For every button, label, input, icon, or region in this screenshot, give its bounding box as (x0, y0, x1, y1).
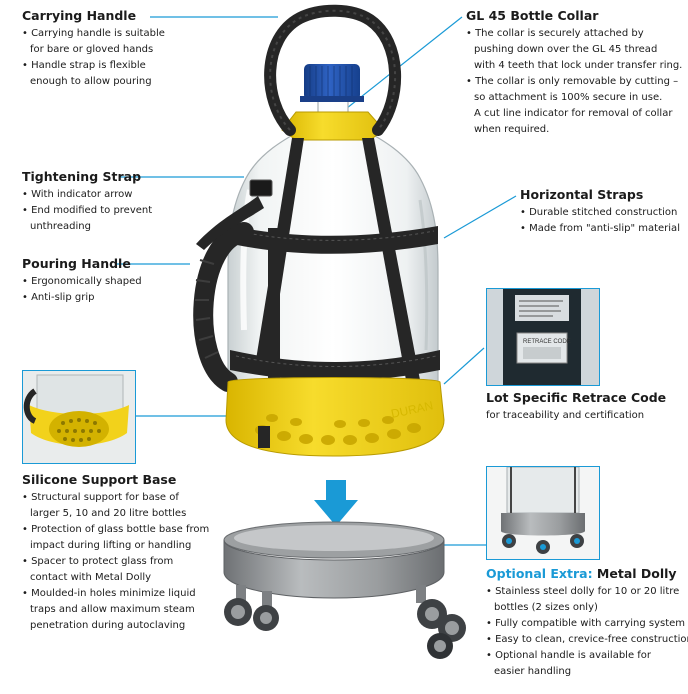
bullet-item: • Handle strap is flexible enough to allo… (22, 58, 165, 90)
tightening-strap-title: Tightening Strap (22, 169, 142, 184)
bullet-text: • The collar is securely attached by (466, 28, 644, 39)
bullet-item: • The collar is only removable by cuttin… (466, 74, 682, 138)
bullet-continuation: easier handling (494, 666, 572, 677)
bullet-continuation: A cut line indicator for removal of coll… (474, 108, 673, 119)
silicone-base-title: Silicone Support Base (22, 472, 177, 487)
bullet-continuation: for bare or gloved hands (30, 44, 154, 55)
bullet-text: • The collar is only removable by cuttin… (466, 76, 679, 87)
bullet-item: • Stainless steel dolly for 10 or 20 lit… (486, 584, 688, 616)
bullet-continuation: traps and allow maximum steam (30, 604, 195, 615)
carrying-handle-title: Carrying Handle (22, 8, 137, 23)
bullet-text: • Anti-slip grip (22, 292, 95, 303)
bullet-item: • Easy to clean, crevice-free constructi… (486, 632, 688, 648)
bullet-item: • End modified to prevent unthreading (22, 203, 152, 235)
bullet-continuation: with 4 teeth that lock under transfer ri… (474, 60, 683, 71)
dolly-title-rest: Metal Dolly (592, 566, 677, 581)
bullet-item: • Optional handle is available for easier… (486, 648, 688, 680)
collar-bullets: • The collar is securely attached by push… (466, 26, 682, 138)
bullet-text: • End modified to prevent (22, 205, 153, 216)
bullet-continuation: impact during lifting or handling (30, 540, 192, 551)
retrace-code-inset: RETRACE CODE (486, 288, 600, 386)
bullet-continuation: pushing down over the GL 45 thread (474, 44, 658, 55)
carrying-handle-bullets: • Carrying handle is suitable for bare or… (22, 26, 165, 90)
bullet-item: • Made from "anti-slip" material (520, 221, 680, 237)
bullet-item: • Durable stitched construction (520, 205, 680, 221)
yellow-collar (281, 111, 385, 141)
bullet-item: • Structural support for base of larger 5… (22, 490, 209, 522)
tightening-strap-section: Tightening Strap • With indicator arrow•… (22, 169, 152, 235)
bullet-item: • The collar is securely attached by push… (466, 26, 682, 74)
bullet-continuation: unthreading (30, 221, 91, 232)
tightening-buckle (249, 179, 273, 197)
tightening-strap-bullets: • With indicator arrow • End modified to … (22, 187, 152, 235)
bullet-continuation: bottles (2 sizes only) (494, 602, 598, 613)
dolly-title: Optional Extra: Metal Dolly (486, 566, 688, 582)
silicone-base-bullets: • Structural support for base of larger 5… (22, 490, 209, 634)
horizontal-straps-section: Horizontal Straps • Durable stitched con… (520, 187, 680, 237)
silicone-base-inset (22, 370, 136, 464)
bullet-continuation: contact with Metal Dolly (30, 572, 152, 583)
bullet-text: • Made from "anti-slip" material (520, 223, 680, 234)
bullet-text: • Easy to clean, crevice-free constructi… (486, 634, 688, 645)
bullet-continuation: penetration during autoclaving (30, 620, 186, 631)
bullet-text: • Fully compatible with carrying system (486, 618, 686, 629)
bullet-text: • Moulded-in holes minimize liquid (22, 588, 196, 599)
bullet-item: • With indicator arrow (22, 187, 152, 203)
pouring-handle (193, 222, 254, 392)
pouring-handle-title: Pouring Handle (22, 256, 131, 271)
bullet-item: • Anti-slip grip (22, 290, 142, 306)
retrace-text: for traceability and certification (486, 410, 645, 421)
collar-section: GL 45 Bottle Collar • The collar is secu… (466, 8, 682, 138)
carrying-handle-section: Carrying Handle • Carrying handle is sui… (22, 8, 165, 90)
bullet-text: • Protection of glass bottle base from (22, 524, 210, 535)
pouring-handle-section: Pouring Handle • Ergonomically shaped • A… (22, 256, 142, 306)
dolly-section: Optional Extra: Metal Dolly • Stainless … (486, 566, 688, 680)
bullet-item: • Protection of glass bottle base from im… (22, 522, 209, 554)
bullet-item: • Fully compatible with carrying system (486, 616, 688, 632)
blue-cap (300, 64, 364, 102)
dolly-wheels (224, 585, 466, 659)
bullet-text: • Carrying handle is suitable (22, 28, 165, 39)
retrace-label-heading: RETRACE CODE (523, 339, 571, 345)
bullet-continuation: so attachment is 100% secure in use. (474, 92, 663, 103)
bullet-text: • With indicator arrow (22, 189, 133, 200)
dolly-inset (486, 466, 600, 560)
bullet-text: • Durable stitched construction (520, 207, 678, 218)
horizontal-straps-title: Horizontal Straps (520, 187, 644, 202)
metal-dolly (223, 521, 466, 659)
silicone-base-section: Silicone Support Base • Structural suppo… (22, 472, 209, 634)
bullet-text: • Spacer to protect glass from (22, 556, 174, 567)
bullet-text: • Ergonomically shaped (22, 276, 142, 287)
bullet-item: • Spacer to protect glass from contact wi… (22, 554, 209, 586)
horizontal-straps-bullets: • Durable stitched construction • Made fr… (520, 205, 680, 237)
retrace-title: Lot Specific Retrace Code (486, 390, 667, 405)
bullet-continuation: enough to allow pouring (30, 76, 152, 87)
collar-title: GL 45 Bottle Collar (466, 8, 599, 23)
bullet-item: • Carrying handle is suitable for bare or… (22, 26, 165, 58)
bullet-item: • Moulded-in holes minimize liquid traps … (22, 586, 209, 634)
dolly-bullets: • Stainless steel dolly for 10 or 20 lit… (486, 584, 688, 680)
bullet-text: • Structural support for base of (22, 492, 179, 503)
bullet-continuation: larger 5, 10 and 20 litre bottles (30, 508, 187, 519)
retrace-section: Lot Specific Retrace Code for traceabili… (486, 390, 666, 424)
bullet-item: • Ergonomically shaped (22, 274, 142, 290)
bullet-text: • Handle strap is flexible (22, 60, 146, 71)
bullet-text: • Optional handle is available for (486, 650, 652, 661)
dolly-title-accent: Optional Extra: (486, 566, 593, 581)
horizontal-straps (230, 226, 440, 381)
silicone-support-base (225, 377, 445, 457)
vertical-straps (254, 138, 420, 380)
bullet-continuation: when required. (474, 124, 550, 135)
bullet-text: • Stainless steel dolly for 10 or 20 lit… (486, 586, 680, 597)
pouring-handle-bullets: • Ergonomically shaped • Anti-slip grip (22, 274, 142, 306)
down-arrow-icon (314, 480, 358, 526)
